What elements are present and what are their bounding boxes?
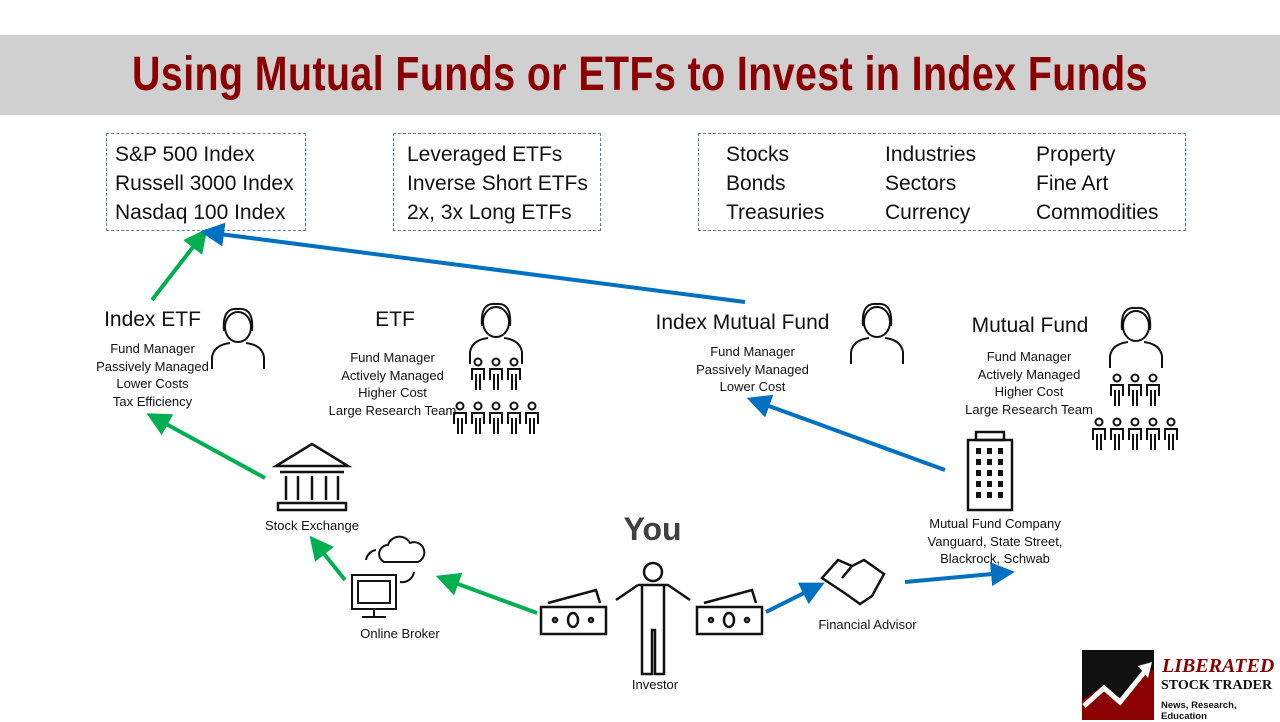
logo-line3: News, Research, Education — [1161, 700, 1237, 722]
team-member-icon — [471, 357, 485, 390]
arrow-advisor-to-company — [904, 562, 1015, 587]
money-icon-left — [539, 588, 608, 636]
etf-title: ETF — [375, 308, 415, 331]
arrow-investor-to-broker — [435, 572, 538, 615]
detail-line: Lower Costs — [116, 376, 189, 391]
team-member-icon — [1164, 417, 1178, 450]
arrow-index-mutual-fund-to-indexes — [200, 222, 746, 304]
financial-advisor-label: Financial Advisor — [818, 617, 917, 632]
etf-types-box: Leveraged ETFs Inverse Short ETFs 2x, 3x… — [393, 133, 601, 231]
team-member-icon — [1128, 373, 1142, 406]
detail-line: Higher Cost — [994, 384, 1064, 399]
detail-line: Actively Managed — [977, 366, 1081, 382]
team-member-icon — [1110, 373, 1124, 406]
detail-line: Higher Cost — [358, 385, 427, 400]
box-item: Nasdaq 100 Index — [115, 201, 286, 224]
building-windows-icon — [976, 448, 1003, 498]
arrow-broker-to-exchange — [309, 535, 347, 582]
liberated-stock-trader-logo: LIBERATED STOCK TRADER News, Research, E… — [1082, 650, 1278, 722]
team-member-icon — [489, 401, 503, 434]
detail-line: Large Research Team — [965, 401, 1093, 417]
detail-line: Fund Manager — [350, 350, 435, 365]
detail-line: Mutual Fund Company — [929, 516, 1061, 531]
team-member-icon — [1110, 417, 1124, 450]
logo-chart-icon — [1082, 650, 1154, 720]
box-item: Treasuries — [726, 201, 825, 224]
box-item: Inverse Short ETFs — [407, 172, 588, 195]
arrow-index-etf-to-indexes — [150, 228, 208, 302]
mutual-fund-title: Mutual Fund — [971, 314, 1089, 337]
box-item: Fine Art — [1036, 172, 1109, 195]
detail-line: Passively Managed — [696, 361, 809, 377]
index-mutual-fund-title: Index Mutual Fund — [655, 311, 830, 334]
team-member-icon — [453, 401, 467, 434]
investor-label: Investor — [631, 677, 679, 692]
box-item: 2x, 3x Long ETFs — [407, 201, 572, 224]
arrow-company-to-index-mutual-fund — [746, 394, 946, 472]
team-member-icon — [507, 401, 521, 434]
detail-line: Fund Manager — [110, 341, 195, 356]
team-member-icon — [507, 357, 521, 390]
box-item: Commodities — [1036, 201, 1159, 224]
logo-line1: LIBERATED — [1162, 655, 1275, 677]
index-etf-title: Index ETF — [104, 308, 201, 331]
office-building-icon — [966, 430, 1014, 512]
box-item: Leveraged ETFs — [407, 143, 563, 166]
detail-line: Lower Cost — [719, 379, 786, 394]
team-member-icon — [1146, 373, 1160, 406]
box-item: Property — [1036, 143, 1116, 166]
team-member-icon — [489, 357, 503, 390]
investor-icon — [615, 561, 691, 676]
logo-line2: STOCK TRADER — [1161, 678, 1273, 693]
team-member-icon — [525, 401, 539, 434]
arrow-investor-to-advisor — [765, 582, 825, 614]
box-item: Stocks — [726, 143, 790, 166]
arrow-exchange-to-index-etf — [146, 413, 266, 480]
box-item: Industries — [885, 143, 977, 166]
detail-line: Fund Manager — [986, 349, 1072, 364]
team-member-icon — [471, 401, 485, 434]
box-item: Bonds — [726, 172, 786, 195]
fund-manager-icon — [469, 302, 523, 364]
online-broker-icon — [351, 535, 426, 618]
handshake-icon — [820, 558, 886, 606]
box-item: Currency — [885, 201, 971, 224]
detail-line: Vanguard, State Street, — [927, 533, 1063, 549]
detail-line: Tax Efficiency — [112, 393, 193, 409]
fund-manager-icon — [211, 307, 265, 369]
detail-line: Fund Manager — [710, 344, 795, 359]
fund-manager-icon — [850, 302, 904, 364]
box-item: Russell 3000 Index — [115, 172, 294, 195]
money-icon-right — [695, 588, 764, 636]
page-title: Using Mutual Funds or ETFs to Invest in … — [132, 48, 1148, 101]
index-list-box: S&P 500 Index Russell 3000 Index Nasdaq … — [106, 133, 306, 231]
box-item: Sectors — [885, 172, 957, 195]
stock-exchange-label: Stock Exchange — [265, 518, 359, 533]
team-member-icon — [1128, 417, 1142, 450]
team-member-icon — [1146, 417, 1160, 450]
stock-exchange-icon — [271, 442, 353, 512]
detail-line: Actively Managed — [341, 367, 444, 383]
box-item: S&P 500 Index — [115, 143, 255, 166]
you-label: You — [623, 511, 682, 547]
fund-manager-icon — [1109, 306, 1163, 368]
team-member-icon — [1092, 417, 1106, 450]
detail-line: Passively Managed — [96, 358, 209, 374]
online-broker-label: Online Broker — [360, 626, 440, 641]
detail-line: Large Research Team — [328, 402, 457, 418]
title-bar — [0, 35, 1280, 115]
detail-line: Blackrock, Schwab — [940, 551, 1050, 566]
